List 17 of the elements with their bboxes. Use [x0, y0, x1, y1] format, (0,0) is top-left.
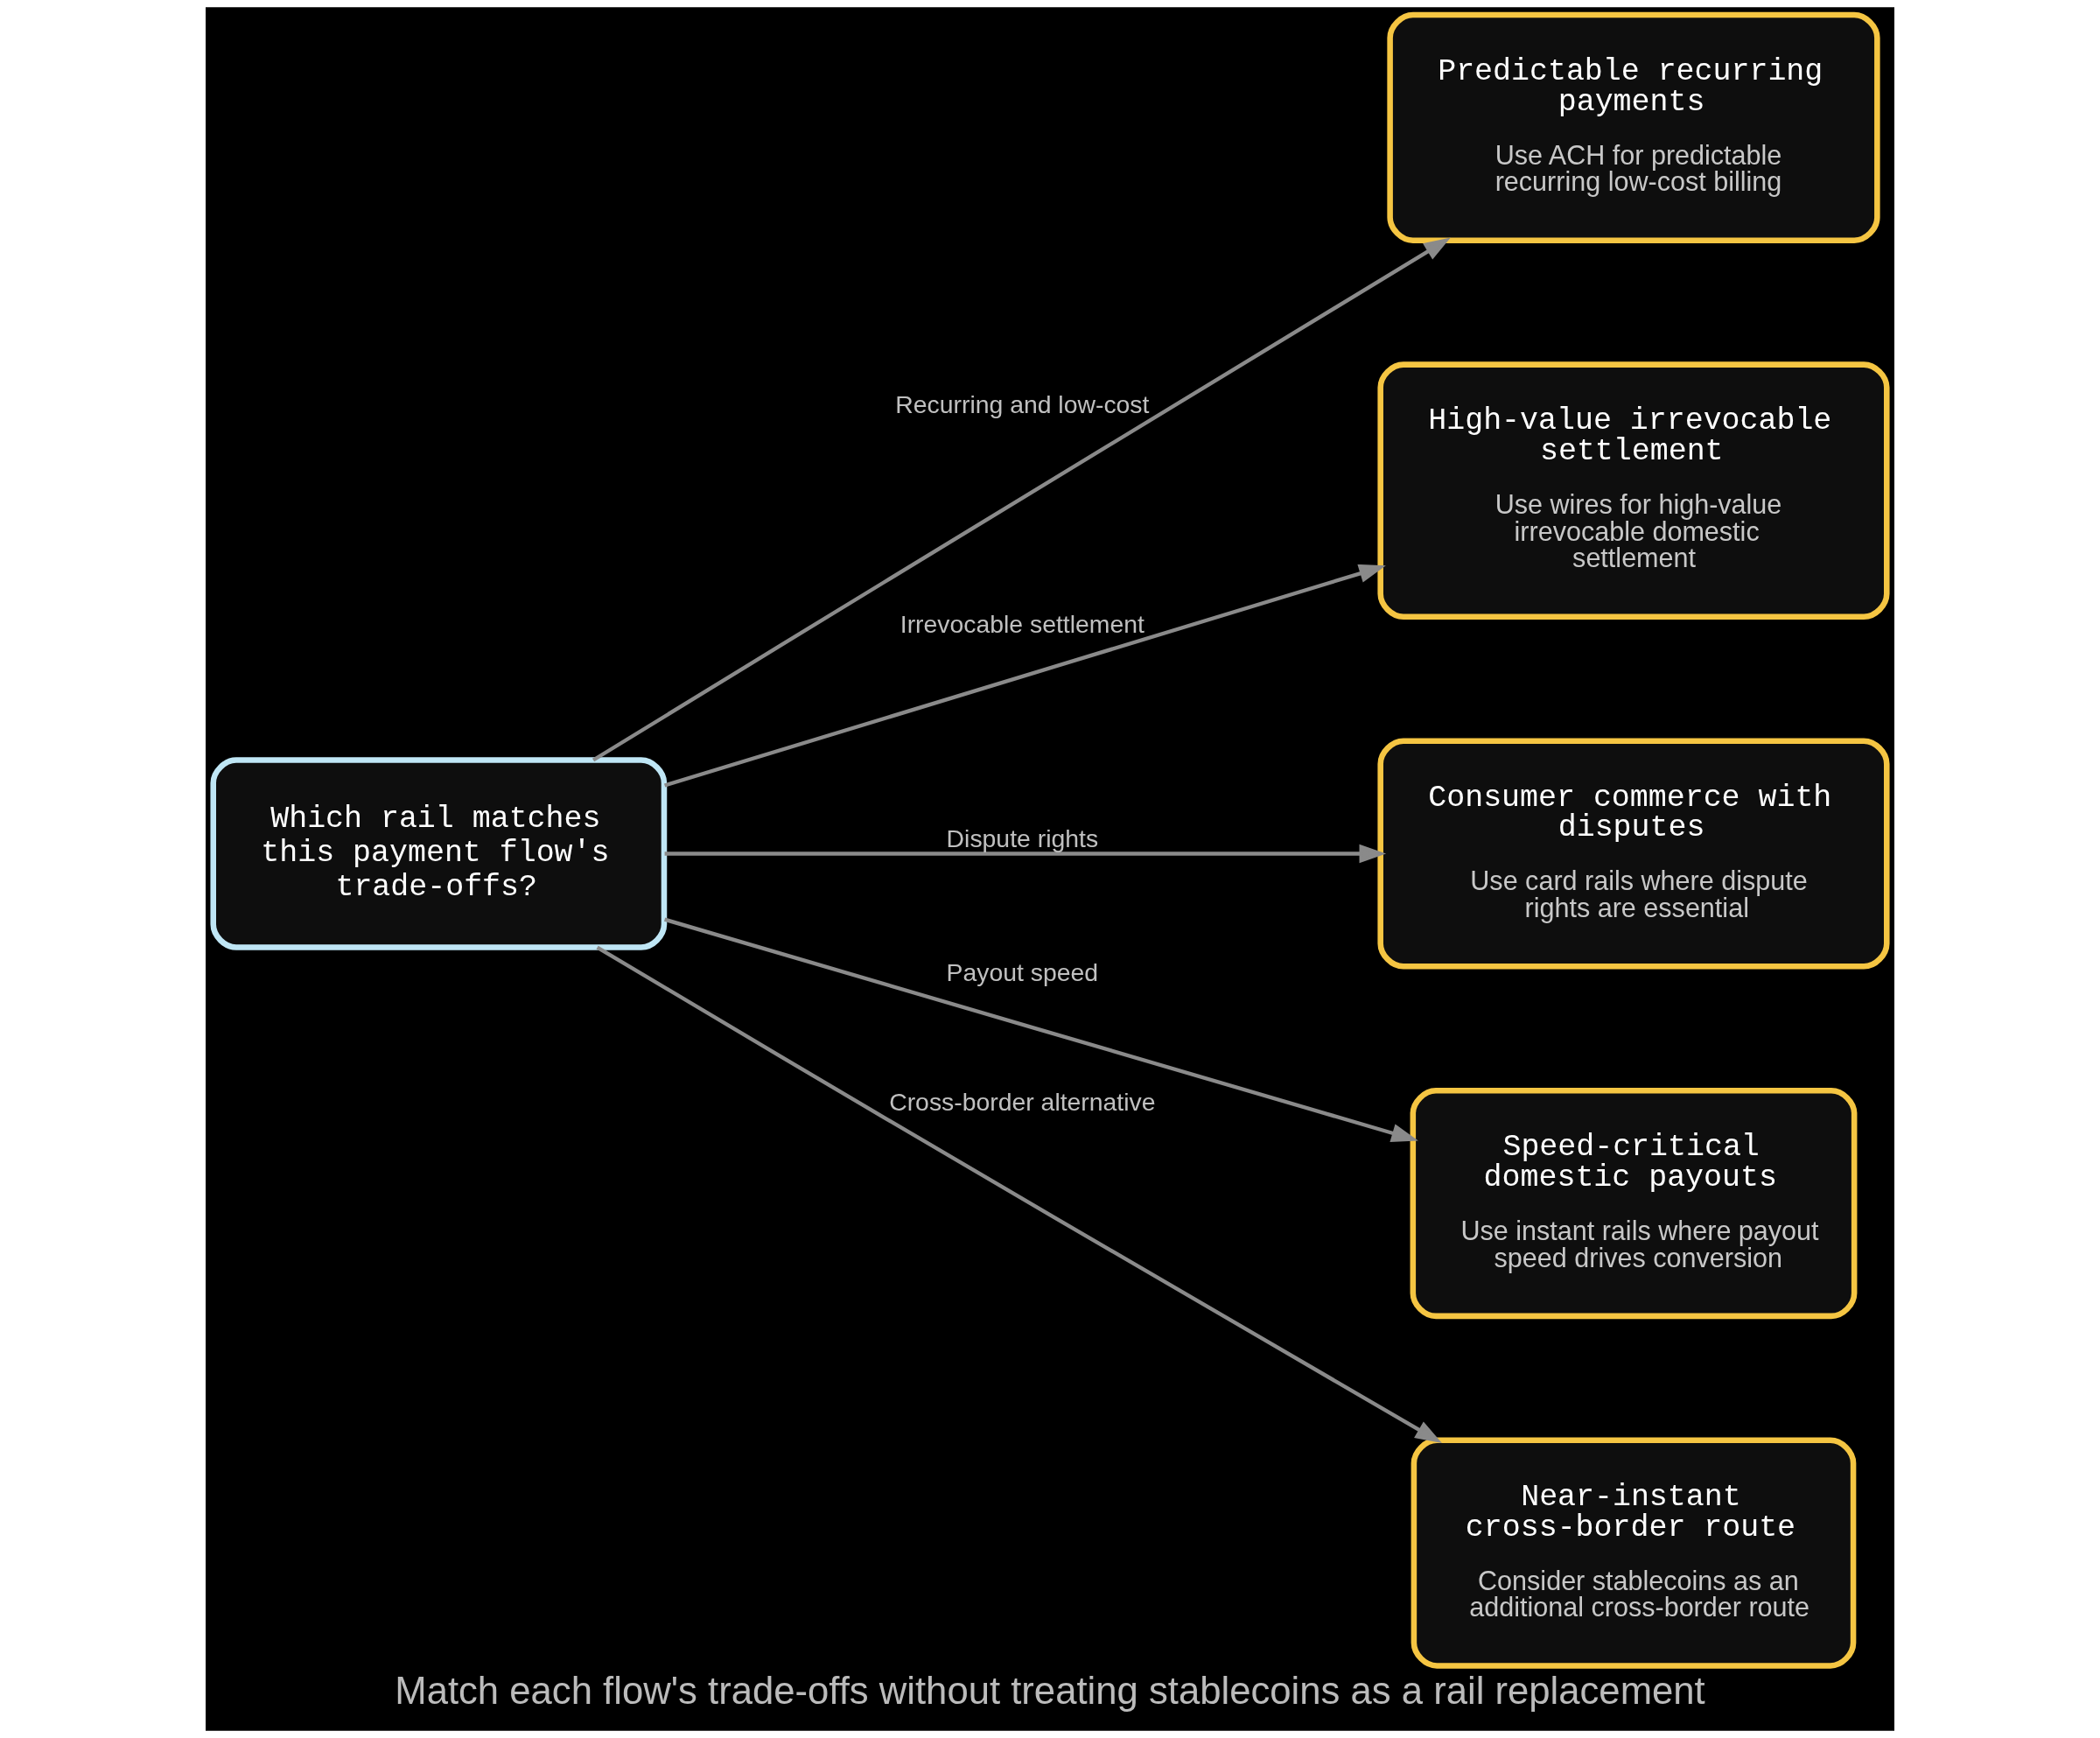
edge-label: Dispute rights	[946, 823, 1099, 852]
node-box: High-value irrevocable settlement Use wires for high-value irrevocable domestic settlement	[1377, 361, 1890, 620]
arrow	[664, 844, 1387, 864]
edge-label: Recurring and low-cost	[895, 390, 1150, 419]
arrow	[596, 945, 1442, 1444]
node-box: Predictable recurring payments Use ACH for predictable recurring low-cost billing	[1387, 11, 1880, 243]
arrow	[592, 237, 1451, 762]
caption: Match each flow's trade-offs without treating stablecoins as a rail replacement	[395, 1669, 1705, 1713]
edge-label: Payout speed	[946, 957, 1099, 986]
arrow	[663, 917, 1418, 1143]
edge-label: Cross-border alternative	[889, 1087, 1156, 1116]
node-box: Which rail matches this payment flow's trade-offs?	[210, 757, 668, 950]
node-box: Near-instant cross-border route Consider stablecoins as an additional cross-border route	[1410, 1437, 1857, 1669]
arrow	[663, 564, 1386, 788]
node-box: Speed-critical domestic payouts Use instant rails where payout speed drives conversion	[1410, 1088, 1858, 1320]
node-box: Consumer commerce with disputes Use card rails where dispute rights are essential	[1377, 738, 1890, 970]
edge-label: Irrevocable settlement	[900, 610, 1144, 639]
